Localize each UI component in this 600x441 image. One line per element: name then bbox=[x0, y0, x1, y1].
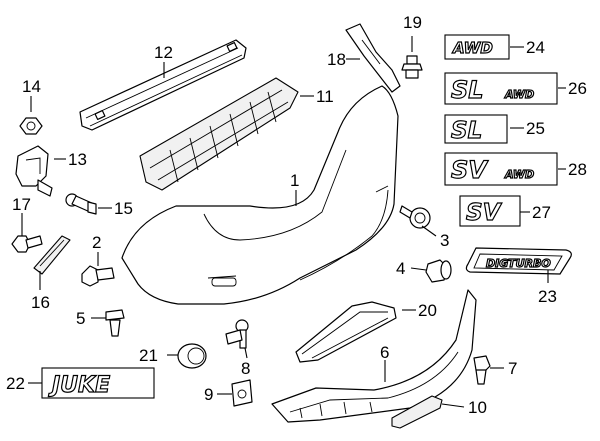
sv-badge-27: SV bbox=[459, 195, 521, 227]
callout-28: 28 bbox=[568, 160, 587, 179]
callout-3: 3 bbox=[440, 231, 449, 250]
reinforcement-bar-part bbox=[79, 39, 247, 131]
bolt-8-part bbox=[225, 319, 249, 349]
nut-14-part bbox=[19, 117, 43, 135]
juke-badge-text: JUKE bbox=[48, 373, 110, 398]
callout-16: 16 bbox=[31, 293, 50, 312]
clip-7-part bbox=[473, 355, 491, 385]
bumper-fascia-part bbox=[121, 85, 399, 305]
callout-20: 20 bbox=[418, 301, 437, 320]
digturbo-badge-part: DIGTURBO bbox=[465, 247, 572, 275]
callout-18: 18 bbox=[327, 50, 346, 69]
callout-6: 6 bbox=[380, 343, 389, 362]
callout-1: 1 bbox=[290, 171, 299, 190]
juke-badge-22: JUKE bbox=[41, 367, 155, 399]
callout-21: 21 bbox=[139, 346, 158, 365]
sl-awd-badge-26: SL AWD bbox=[444, 72, 558, 105]
callout-22: 22 bbox=[6, 374, 25, 393]
bracket-part bbox=[345, 23, 401, 93]
clip-4-part bbox=[425, 259, 452, 283]
energy-absorber-part bbox=[139, 77, 299, 191]
sl-awd-badge-main-text: SL bbox=[451, 76, 484, 104]
bolt-19-part bbox=[401, 55, 423, 79]
sl-badge-25: SL bbox=[444, 114, 508, 145]
callout-12: 12 bbox=[154, 43, 173, 62]
reflector-lamp-20-part bbox=[295, 301, 397, 363]
callout-numbers: 1 2 3 4 5 6 7 8 9 10 11 12 13 14 15 16 1… bbox=[6, 13, 587, 417]
callout-14: 14 bbox=[22, 77, 41, 96]
callout-15: 15 bbox=[114, 199, 133, 218]
callout-9: 9 bbox=[204, 385, 213, 404]
callout-4: 4 bbox=[396, 259, 405, 278]
callout-11: 11 bbox=[316, 87, 334, 106]
awd-badge-text: AWD bbox=[452, 39, 493, 57]
callout-25: 25 bbox=[526, 119, 545, 138]
sv-awd-badge-main-text: SV bbox=[451, 156, 489, 184]
trim-10-part bbox=[391, 395, 443, 429]
callout-10: 10 bbox=[468, 398, 487, 417]
bolt-17-part bbox=[11, 235, 43, 253]
side-bracket-13-part bbox=[15, 145, 53, 197]
sl-awd-badge-sub-text: AWD bbox=[504, 88, 534, 101]
bracket-9-part bbox=[231, 379, 253, 407]
callout-17: 17 bbox=[12, 195, 31, 214]
callout-26: 26 bbox=[568, 79, 587, 98]
callout-2: 2 bbox=[92, 233, 101, 252]
callout-7: 7 bbox=[508, 359, 517, 378]
clip-3-part bbox=[399, 205, 431, 229]
callout-23: 23 bbox=[538, 287, 557, 306]
sv-awd-badge-sub-text: AWD bbox=[504, 168, 534, 181]
callout-8: 8 bbox=[241, 359, 250, 378]
digturbo-badge-text: DIGTURBO bbox=[486, 257, 551, 270]
sv-awd-badge-28: SV AWD bbox=[444, 152, 558, 186]
clip-5-part bbox=[105, 309, 125, 337]
callout-24: 24 bbox=[526, 38, 545, 57]
bolt-2-part bbox=[81, 265, 115, 287]
cap-21-part bbox=[177, 343, 207, 369]
bolt-15-part bbox=[65, 193, 97, 215]
awd-badge-24: AWD bbox=[444, 34, 510, 60]
callout-13: 13 bbox=[68, 150, 87, 169]
reflector-16-part bbox=[33, 235, 71, 275]
callout-27: 27 bbox=[532, 203, 551, 222]
callout-19: 19 bbox=[403, 13, 422, 32]
callout-5: 5 bbox=[76, 309, 85, 328]
sv-badge-text: SV bbox=[466, 200, 503, 226]
sl-badge-text: SL bbox=[451, 118, 482, 144]
leader-lines bbox=[21, 36, 566, 408]
